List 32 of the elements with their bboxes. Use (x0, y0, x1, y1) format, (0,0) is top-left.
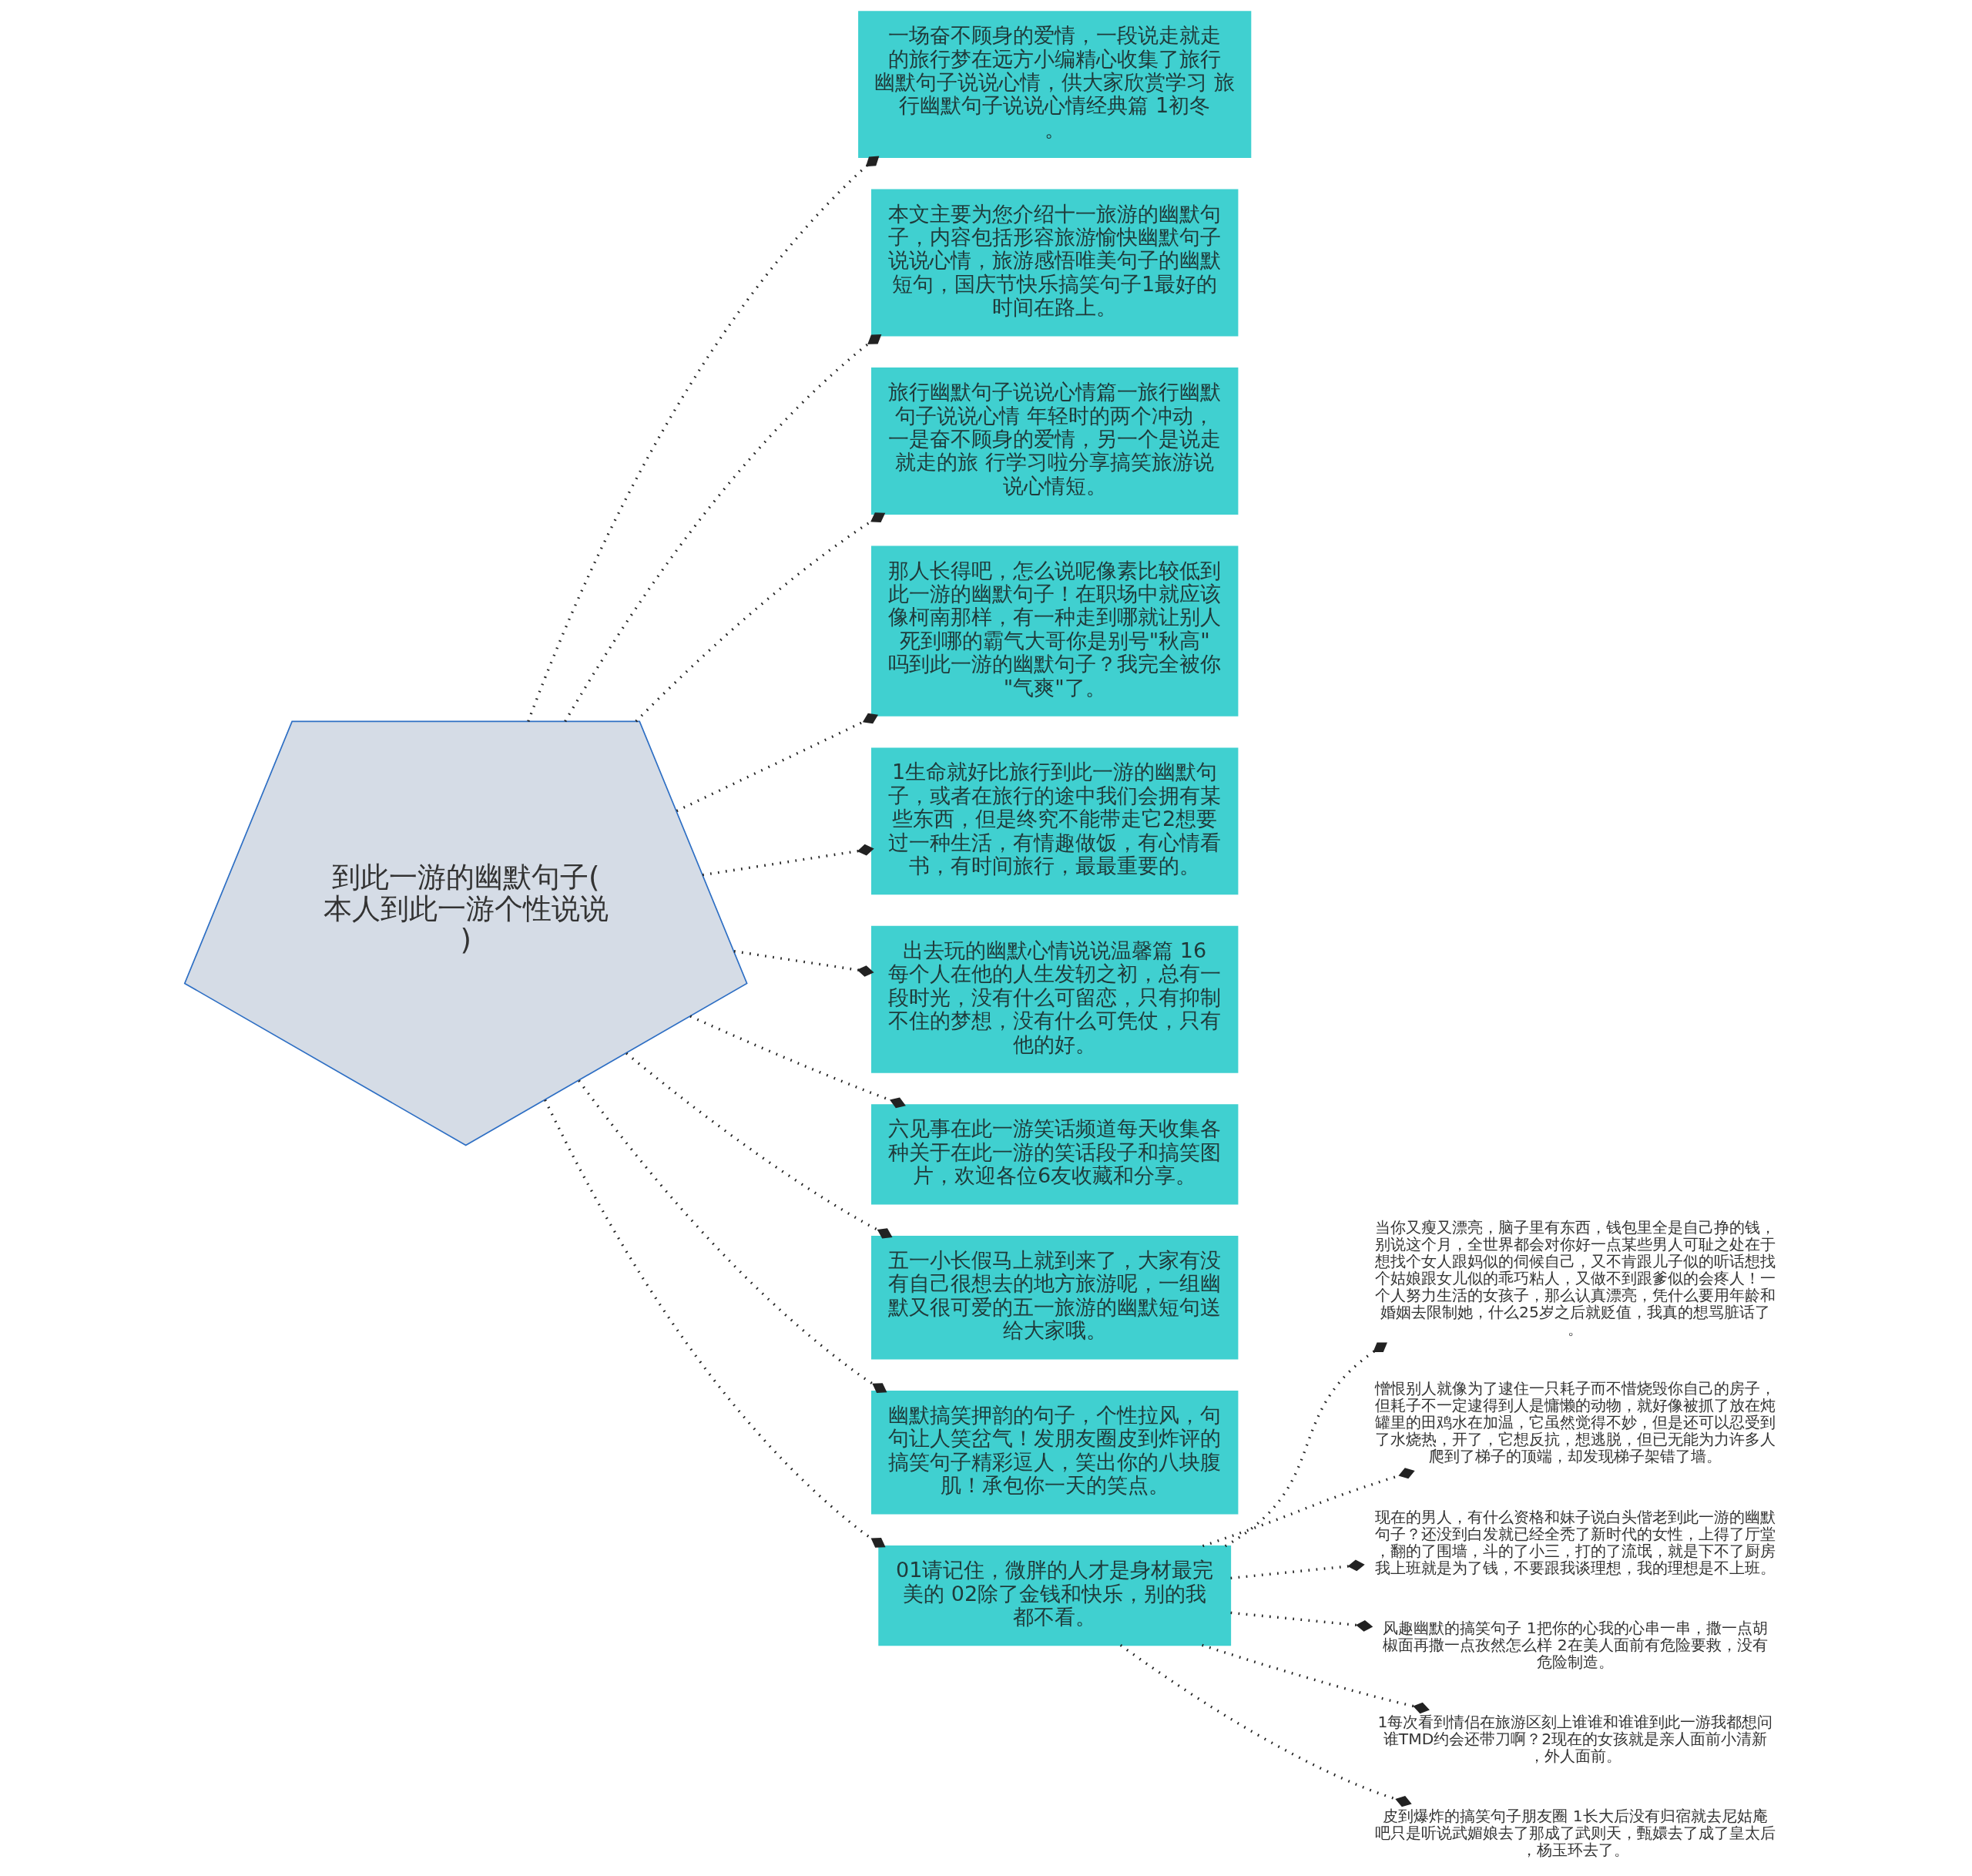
node-text: 1每次看到情侣在旅游区刻上谁谁和谁谁到此一游我都想问谁TMD约会还带刀啊？2现在的女孩就是亲人面前小清新，外人面前。 (1377, 1712, 1772, 1765)
node-box: 那人长得吧，怎么说呢像素比较低到此一游的幽默句子！在职场中就应该像柯南那样，有一种走到哪就让别人死到哪的霸气大哥你是别号"秋高"吗到此一游的幽默句子？我完全被你"气爽"了。 (870, 545, 1238, 717)
node-box: 旅行幽默句子说说心情篇一旅行幽默句子说说心情 年轻时的两个冲动，一是奋不顾身的爱情，另一个是说走就走的旅 行学习啦分享搞笑旅游说说心情短。 (870, 367, 1238, 515)
node-box: 六见事在此一游笑话频道每天收集各种关于在此一游的笑话段子和搞笑图片，欢迎各位6友收藏和分享。 (870, 1104, 1238, 1205)
connector (634, 512, 885, 723)
connector (1202, 1468, 1415, 1548)
node-box: 1生命就好比旅行到此一游的幽默句子，或者在旅行的途中我们会拥有某些东西，但是终究不能带走它2想要过一种生活，有情趣做饭，有心情看书，有时间旅行，最最重要的。 (870, 747, 1238, 895)
connector (1224, 1342, 1387, 1548)
node-text: 皮到爆炸的搞笑句子朋友圈 1长大后没有归宿就去尼姑庵吧只是听说武媚娘去了那成了武则天，甄嬛去了成了皇太后，杨玉环去了。 (1374, 1806, 1776, 1859)
connector (563, 334, 881, 723)
node-text: 现在的男人，有什么资格和妹子说白头偕老到此一游的幽默句子？还没到白发就已经全秃了新时代的女性，上得了厅堂，翻的了围墙，斗的了小三，打的了流氓，就是下不了厨房我上班就是为了钱，不要跟我谈理想，我的理想是不上班。 (1374, 1507, 1776, 1577)
node-text: 风趣幽默的搞笑句子 1把你的心我的心串一串，撒一点胡椒面再撒一点孜然怎么样 2在美人面前有危险要救，没有危险制造。 (1382, 1619, 1768, 1672)
connector (689, 1015, 906, 1109)
node-box: 五一小长假马上就到来了，大家有没有自己很想去的地方旅游呢，一组幽默又很可爱的五一旅游的幽默短句送给大家哦。 (870, 1235, 1238, 1360)
connector (676, 713, 878, 813)
node-box: 幽默搞笑押韵的句子，个性拉风，句句让人笑岔气！发朋友圈皮到炸评的搞笑句子精彩逗人，笑出你的八块腹肌！承包你一天的笑点。 (870, 1391, 1238, 1515)
connector (1119, 1644, 1412, 1807)
connector (526, 156, 879, 722)
node-box: 01请记住，微胖的人才是身材最完美的 02除了金钱和快乐，别的我都不看。 (877, 1545, 1231, 1646)
connector (733, 950, 874, 977)
connector (625, 1052, 893, 1239)
connector (702, 844, 874, 877)
connector (543, 1099, 886, 1548)
connector (1229, 1611, 1373, 1632)
node-text: 当你又瘦又漂亮，脑子里有东西，钱包里全是自己挣的钱，别说这个月，全世界都会对你好一点某些男人可耻之处在于想找个女人跟妈似的伺候自己，又不肯跟儿子似的听话想找个姑娘跟女儿似的乖巧粘人，又做不到跟爹似的会疼人！一个人努力生活的女孩子，那么认真漂亮，凭什么要用年龄和婚姻去限制她，什么25岁之后就贬值，我真的想骂脏话了。 (1374, 1217, 1776, 1338)
connector (577, 1079, 887, 1393)
node-box: 出去玩的幽默心情说说温馨篇 16每个人在他的人生发轫之初，总有一段时光，没有什么可留恋，只有抑制不住的梦想，没有什么可凭仗，只有他的好。 (870, 925, 1238, 1073)
node-box: 本文主要为您介绍十一旅游的幽默句子，内容包括形容旅游愉快幽默句子说说心情，旅游感悟唯美句子的幽默短句，国庆节快乐搞笑句子1最好的时间在路上。 (870, 189, 1238, 337)
node-text: 憎恨别人就像为了逮住一只耗子而不惜烧毁你自己的房子，但耗子不一定逮得到人是慵懒的动物，就好像被抓了放在炖罐里的田鸡水在加温，它虽然觉得不妙，但是还可以忍受到了水烧热，开了，它想反抗，想逃脱，但已无能为力许多人爬到了梯子的顶端，却发现梯子架错了墙。 (1374, 1379, 1776, 1466)
connector (1201, 1643, 1430, 1714)
connector (1229, 1559, 1365, 1580)
node-box: 一场奋不顾身的爱情，一段说走就走的旅行梦在远方小编精心收集了旅行幽默句子说说心情，供大家欣赏学习 旅行幽默句子说说心情经典篇 1初冬。 (857, 11, 1251, 159)
